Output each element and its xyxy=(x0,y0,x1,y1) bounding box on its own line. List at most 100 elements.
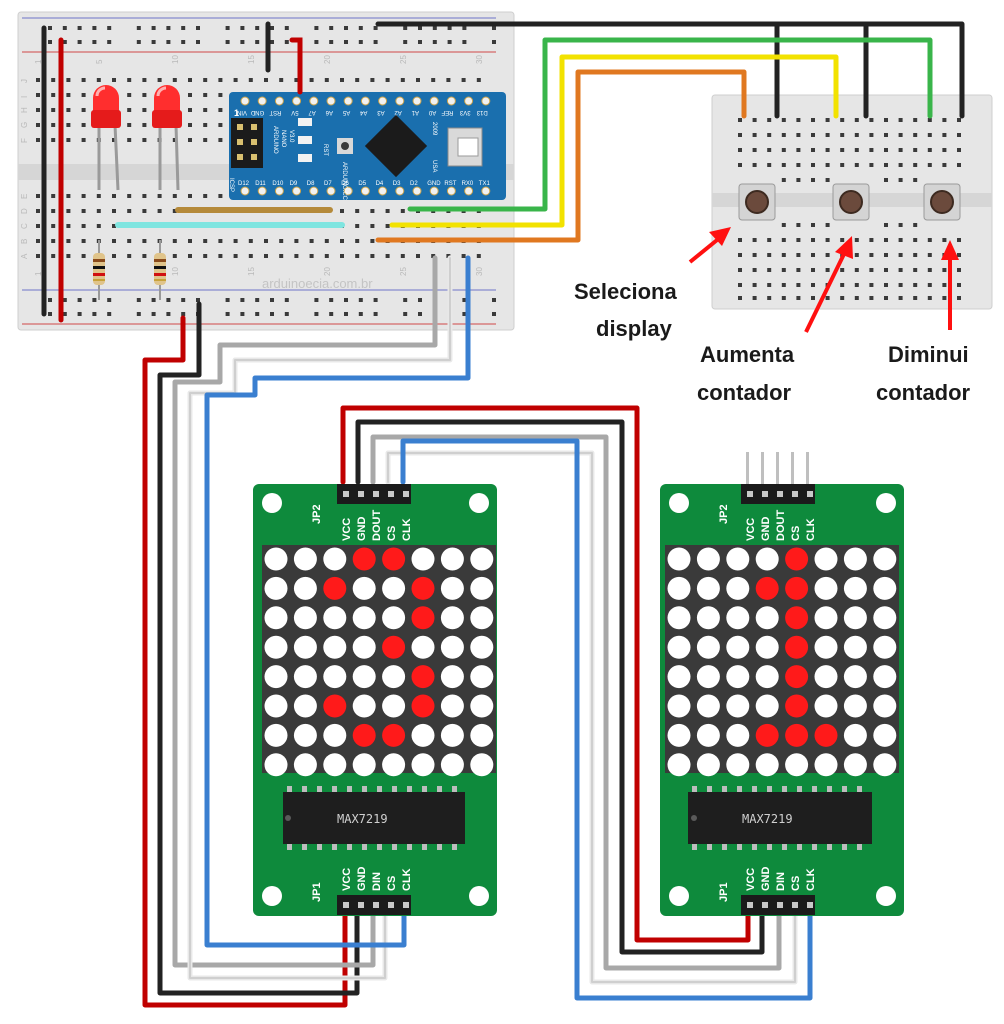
breadboard-hole xyxy=(36,224,40,228)
breadboard-hole xyxy=(825,118,830,122)
arrow-increment-head xyxy=(835,236,853,259)
breadboard-hole xyxy=(355,209,360,213)
breadboard-hole xyxy=(142,239,147,243)
breadboard-hole xyxy=(188,93,192,97)
breadboard-hole xyxy=(66,224,71,228)
rail-hole xyxy=(403,26,408,30)
led-dot-off xyxy=(873,694,897,718)
breadboard-hole xyxy=(218,93,223,97)
led-dot-off xyxy=(264,665,288,689)
breadboard-hole xyxy=(825,253,830,257)
rail-hole xyxy=(62,26,67,30)
breadboard-hole xyxy=(142,138,147,142)
breadboard-hole xyxy=(869,253,874,257)
pin-label: CS xyxy=(386,876,398,891)
chip-pin xyxy=(707,786,712,792)
row-letter: H xyxy=(20,107,29,113)
breadboard-hole xyxy=(51,138,56,142)
row-letter: B xyxy=(20,239,29,244)
breadboard-hole xyxy=(811,133,815,137)
breadboard-hole xyxy=(796,268,801,272)
breadboard-hole xyxy=(36,239,40,243)
breadboard-hole xyxy=(869,133,874,137)
arduino-pin-label: REF xyxy=(441,109,453,115)
breadboard-hole xyxy=(340,78,344,82)
rail-hole xyxy=(181,298,186,302)
led-dot-off xyxy=(470,694,494,718)
rail-hole xyxy=(358,40,363,44)
chip-pin xyxy=(857,844,862,850)
breadboard-hole xyxy=(811,268,815,272)
arduino-pin xyxy=(360,96,370,106)
rail-hole xyxy=(225,312,230,316)
pin-label: GND xyxy=(356,517,368,542)
led-dot-off xyxy=(293,547,317,571)
led-dot-off xyxy=(264,694,288,718)
breadboard-hole xyxy=(898,283,903,287)
arduino-pin xyxy=(257,96,267,106)
chip-pin xyxy=(332,844,337,850)
wire-orange xyxy=(375,69,747,243)
arduino-pin xyxy=(395,96,405,106)
chip-pin xyxy=(332,786,337,792)
led-dot-off xyxy=(264,547,288,571)
breadboard-hole xyxy=(825,268,830,272)
breadboard-hole xyxy=(66,123,71,127)
led-dot-off xyxy=(440,723,464,747)
led-dot-off xyxy=(726,635,750,659)
push-button-increment[interactable] xyxy=(832,183,870,221)
breadboard-hole xyxy=(66,138,71,142)
chip-pin xyxy=(392,844,397,850)
chip-pin xyxy=(752,786,757,792)
breadboard-hole xyxy=(854,118,859,122)
breadboard-hole xyxy=(203,254,208,258)
arduino-pin-label: A3 xyxy=(377,109,385,115)
arduino-pin-label: TX1 xyxy=(479,181,491,187)
breadboard-hole xyxy=(431,254,436,258)
led-dot-off xyxy=(726,665,750,689)
led-dot-off xyxy=(814,694,838,718)
column-number-bottom: 1 xyxy=(34,271,43,276)
breadboard-hole xyxy=(188,254,192,258)
breadboard-hole xyxy=(957,296,961,300)
breadboard-hole xyxy=(825,296,830,300)
breadboard-hole xyxy=(796,178,801,182)
breadboard-hole xyxy=(957,283,961,287)
breadboard-hole xyxy=(738,163,742,167)
push-button-select[interactable] xyxy=(738,183,776,221)
breadboard-hole xyxy=(854,268,859,272)
breadboard-hole xyxy=(781,118,786,122)
wire-black-chain xyxy=(355,419,765,955)
breadboard-hole xyxy=(157,78,162,82)
breadboard-hole xyxy=(752,148,757,152)
led-dot-on xyxy=(411,694,435,718)
header-pin xyxy=(747,902,753,908)
led-dot-off xyxy=(873,665,897,689)
chip-pin xyxy=(767,844,772,850)
breadboard-hole xyxy=(324,78,329,82)
led-dot-off xyxy=(323,635,347,659)
breadboard-hole xyxy=(854,148,859,152)
led-dot-off xyxy=(814,753,838,777)
breadboard-hole xyxy=(36,138,40,142)
breadboard-hole xyxy=(127,209,132,213)
chip-pin xyxy=(302,786,307,792)
rail-hole xyxy=(107,40,112,44)
led-dot-off xyxy=(843,606,867,630)
column-number-top: 25 xyxy=(399,55,408,64)
breadboard-hole xyxy=(942,163,947,167)
jp2-label: JP2 xyxy=(718,504,730,524)
led-dot-off xyxy=(755,547,779,571)
breadboard-hole xyxy=(36,93,40,97)
breadboard-hole xyxy=(869,148,874,152)
breadboard-hole xyxy=(264,239,268,243)
led-dot-off xyxy=(264,606,288,630)
breadboard-hole xyxy=(825,163,830,167)
breadboard-hole xyxy=(96,78,101,82)
breadboard-hole xyxy=(767,296,772,300)
led-dot-off xyxy=(293,694,317,718)
watermark: arduinoecia.com.br xyxy=(262,276,373,291)
push-button-decrement[interactable] xyxy=(923,183,961,221)
